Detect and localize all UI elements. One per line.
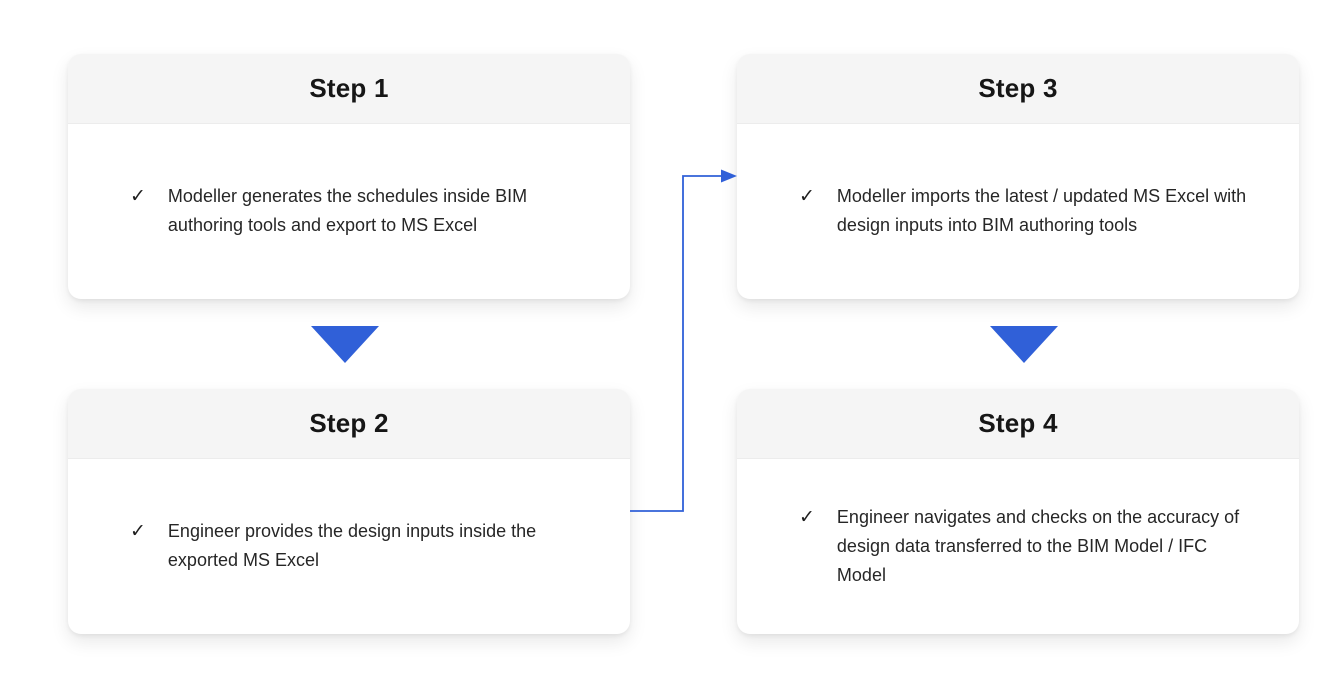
right-arrowhead-icon: [721, 169, 737, 183]
checkmark-icon: ✓: [130, 521, 146, 542]
step-3-card: Step 3 ✓ Modeller imports the latest / u…: [737, 54, 1299, 299]
step-3-bullet-row: ✓ Modeller imports the latest / updated …: [799, 182, 1252, 240]
down-arrow-icon: [311, 326, 379, 363]
step-1-card: Step 1 ✓ Modeller generates the schedule…: [68, 54, 630, 299]
step-3-title: Step 3: [978, 73, 1058, 103]
step-2-body: ✓ Engineer provides the design inputs in…: [68, 459, 630, 633]
step-2-description: Engineer provides the design inputs insi…: [167, 521, 537, 570]
step-4-card: Step 4 ✓ Engineer navigates and checks o…: [737, 389, 1299, 634]
step-1-title: Step 1: [309, 73, 389, 103]
step-2-header: Step 2: [68, 389, 630, 459]
step-3-header: Step 3: [737, 54, 1299, 124]
checkmark-icon: ✓: [799, 186, 815, 207]
step-4-title: Step 4: [978, 408, 1058, 438]
step-1-header: Step 1: [68, 54, 630, 124]
checkmark-icon: ✓: [130, 186, 146, 207]
step-3-description: Modeller imports the latest / updated MS…: [836, 186, 1247, 235]
step-2-bullet-row: ✓ Engineer provides the design inputs in…: [130, 517, 583, 575]
step-4-bullet-row: ✓ Engineer navigates and checks on the a…: [799, 503, 1252, 590]
connector-line: [630, 175, 722, 512]
down-arrow-icon: [990, 326, 1058, 363]
step-1-bullet-row: ✓ Modeller generates the schedules insid…: [130, 182, 583, 240]
step-1-body: ✓ Modeller generates the schedules insid…: [68, 124, 630, 298]
step-4-body: ✓ Engineer navigates and checks on the a…: [737, 459, 1299, 633]
step-4-header: Step 4: [737, 389, 1299, 459]
step-4-description: Engineer navigates and checks on the acc…: [836, 506, 1240, 585]
step-2-title: Step 2: [309, 408, 389, 438]
step-2-card: Step 2 ✓ Engineer provides the design in…: [68, 389, 630, 634]
step-3-body: ✓ Modeller imports the latest / updated …: [737, 124, 1299, 298]
checkmark-icon: ✓: [799, 506, 815, 528]
step-1-description: Modeller generates the schedules inside …: [167, 186, 528, 235]
